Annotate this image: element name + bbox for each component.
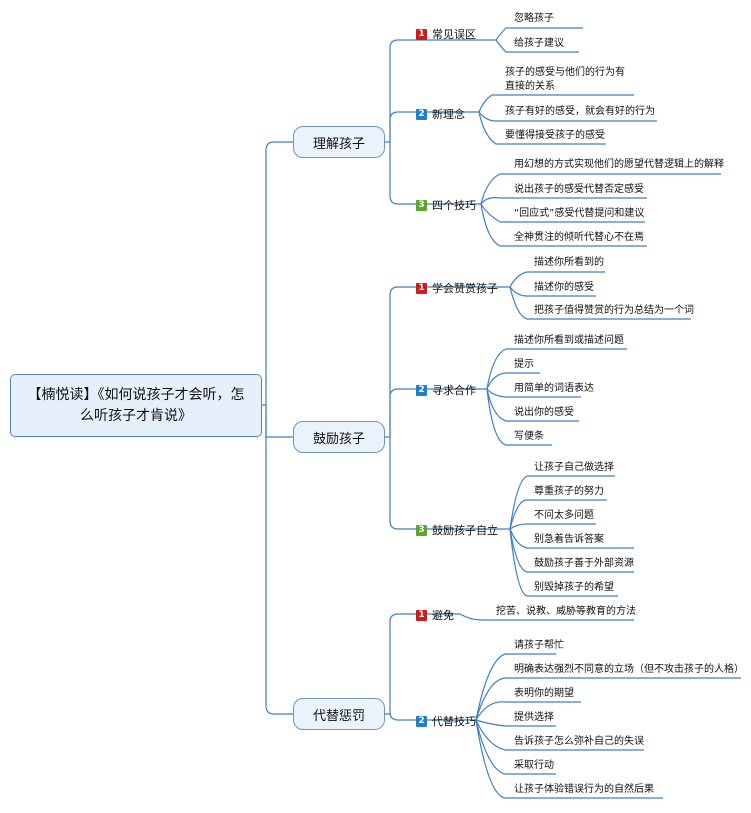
sub-seek-cooperation[interactable]: 2 寻求合作: [416, 382, 476, 398]
sub-alternative-skills[interactable]: 2 代替技巧: [416, 713, 476, 729]
number-1-icon: 1: [416, 609, 427, 621]
number-2-icon: 2: [416, 384, 427, 396]
leaf-own-choice[interactable]: 让孩子自己做选择: [534, 462, 614, 473]
sub-new-concept[interactable]: 2 新理念: [416, 106, 465, 122]
leaf-respect-effort[interactable]: 尊重孩子的努力: [534, 486, 604, 497]
leaf-natural-consequences[interactable]: 让孩子体验错误行为的自然后果: [514, 784, 654, 795]
sub-encourage-independence[interactable]: 3 鼓励孩子自立: [416, 522, 498, 538]
sub-label: 常见误区: [432, 28, 476, 41]
number-1-icon: 1: [416, 282, 427, 294]
leaf-external-resources[interactable]: 鼓励孩子善于外部资源: [534, 558, 634, 569]
leaf-sum-up-word[interactable]: 把孩子值得赞赏的行为总结为一个词: [534, 305, 694, 316]
leaf-ask-help[interactable]: 请孩子帮忙: [514, 640, 564, 651]
leaf-name-feelings[interactable]: 说出孩子的感受代替否定感受: [514, 184, 644, 195]
leaf-accept-feelings[interactable]: 要懂得接受孩子的感受: [505, 130, 605, 141]
leaf-feelings-behavior[interactable]: 孩子的感受与他们的行为有直接的关系: [505, 67, 625, 92]
sub-label: 四个技巧: [432, 199, 476, 212]
number-1-icon: 1: [416, 28, 427, 40]
sub-label: 鼓励孩子自立: [432, 524, 498, 537]
sub-label: 学会赞赏孩子: [432, 282, 498, 295]
leaf-responsive-feelings[interactable]: “回应式”感受代替提问和建议: [514, 208, 645, 219]
leaf-make-amends[interactable]: 告诉孩子怎么弥补自己的失误: [514, 736, 644, 747]
sub-label: 寻求合作: [432, 384, 476, 397]
leaf-hint[interactable]: 提示: [514, 359, 534, 370]
leaf-say-feeling[interactable]: 说出你的感受: [514, 407, 574, 418]
leaf-avoid-methods[interactable]: 挖苦、说教、威胁等教育的方法: [496, 606, 636, 617]
sub-avoid[interactable]: 1 避免: [416, 607, 454, 623]
sub-label: 代替技巧: [432, 715, 476, 728]
branch-replace-punishment[interactable]: 代替惩罚: [293, 698, 385, 730]
number-2-icon: 2: [416, 108, 427, 120]
branch-understand-child[interactable]: 理解孩子: [293, 126, 385, 158]
number-3-icon: 3: [416, 199, 427, 211]
leaf-fantasy-wish[interactable]: 用幻想的方式实现他们的愿望代替逻辑上的解释: [514, 159, 724, 170]
leaf-ignore-child[interactable]: 忽略孩子: [514, 13, 554, 24]
leaf-full-attention[interactable]: 全神贯注的倾听代替心不在焉: [514, 232, 644, 243]
branch-label: 代替惩罚: [312, 708, 365, 724]
sub-label: 新理念: [432, 108, 465, 121]
sub-four-skills[interactable]: 3 四个技巧: [416, 197, 476, 213]
number-3-icon: 3: [416, 524, 427, 536]
leaf-simple-words[interactable]: 用简单的词语表达: [514, 383, 594, 394]
branch-encourage-child[interactable]: 鼓励孩子: [293, 421, 385, 453]
leaf-take-action[interactable]: 采取行动: [514, 760, 554, 771]
leaf-good-feelings[interactable]: 孩子有好的感受，就会有好的行为: [505, 106, 655, 117]
root-title: 【楠悦读】《如何说孩子才会听，怎么听孩子才肯说》: [27, 386, 245, 424]
branch-label: 鼓励孩子: [312, 431, 365, 447]
leaf-no-rush-answer[interactable]: 别急着告诉答案: [534, 534, 604, 545]
leaf-keep-hope[interactable]: 别毁掉孩子的希望: [534, 582, 614, 593]
root-topic[interactable]: 【楠悦读】《如何说孩子才会听，怎么听孩子才肯说》: [10, 374, 262, 437]
leaf-write-note[interactable]: 写便条: [514, 431, 544, 442]
leaf-few-questions[interactable]: 不问太多问题: [534, 510, 594, 521]
leaf-describe-problem[interactable]: 描述你所看到或描述问题: [514, 335, 624, 346]
branch-label: 理解孩子: [312, 136, 365, 152]
sub-label: 避免: [432, 609, 454, 622]
sub-learn-praise[interactable]: 1 学会赞赏孩子: [416, 280, 498, 296]
leaf-describe-seen[interactable]: 描述你所看到的: [534, 257, 604, 268]
leaf-express-disagreement[interactable]: 明确表达强烈不同意的立场（但不攻击孩子的人格）: [514, 664, 744, 675]
leaf-give-advice[interactable]: 给孩子建议: [514, 38, 564, 49]
sub-common-mistakes[interactable]: 1 常见误区: [416, 26, 476, 42]
leaf-state-expectation[interactable]: 表明你的期望: [514, 688, 574, 699]
number-2-icon: 2: [416, 715, 427, 727]
leaf-describe-feeling[interactable]: 描述你的感受: [534, 282, 594, 293]
leaf-offer-choice[interactable]: 提供选择: [514, 712, 554, 723]
